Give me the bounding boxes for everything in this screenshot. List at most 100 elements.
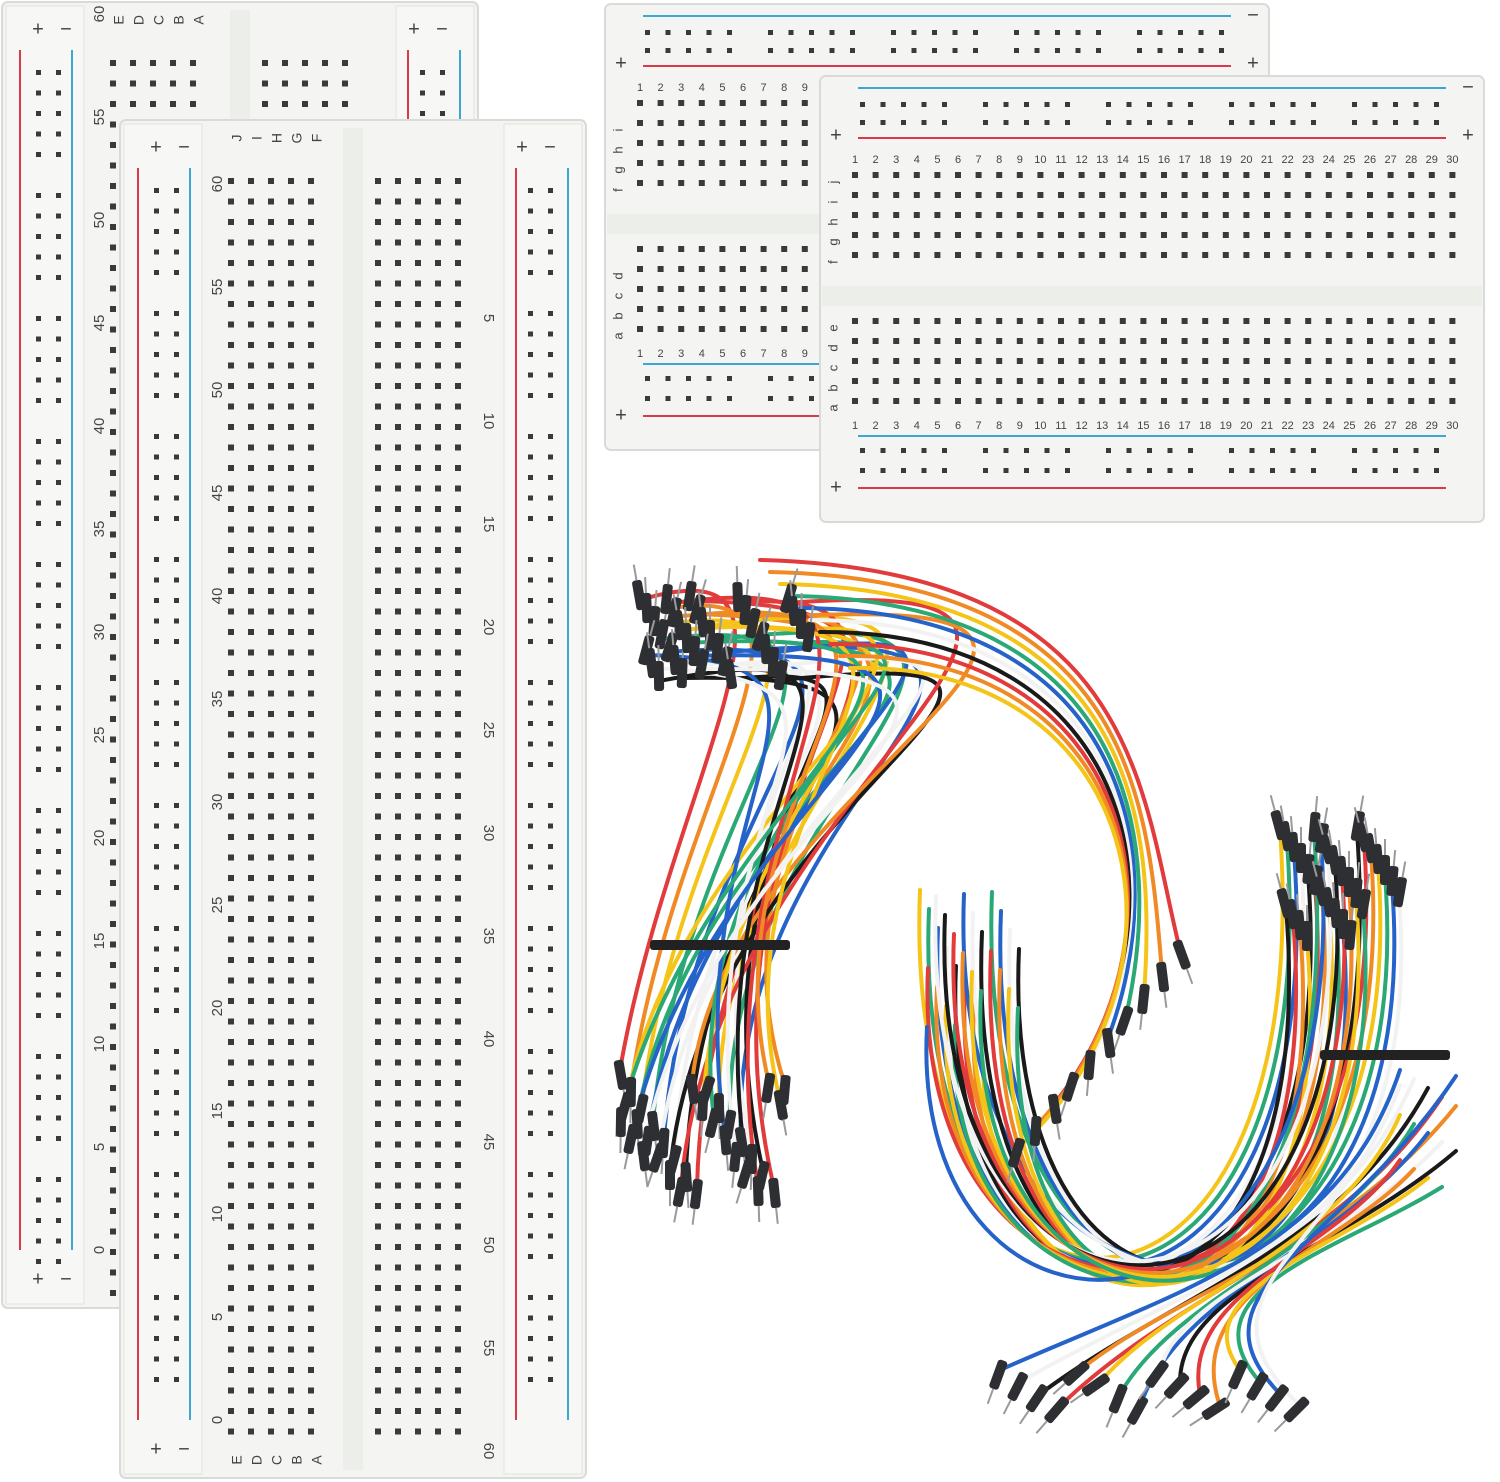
rail-holes bbox=[645, 30, 1224, 35]
row-letter: G bbox=[289, 133, 305, 144]
pin-connector bbox=[1172, 939, 1194, 985]
pin-connector bbox=[623, 1123, 639, 1170]
pin-connector bbox=[1392, 861, 1407, 908]
column-number: 35 bbox=[91, 521, 108, 538]
row-letter: E bbox=[111, 15, 127, 24]
column-number: 0 bbox=[209, 1416, 226, 1424]
column-number: 45 bbox=[91, 315, 108, 332]
column-number: 8 bbox=[781, 348, 787, 360]
plus-symbol: + bbox=[615, 52, 627, 74]
row-letter: C bbox=[269, 1455, 285, 1465]
column-number: 17 bbox=[1178, 420, 1190, 432]
rail-holes bbox=[154, 188, 159, 1382]
pin-connector bbox=[1029, 1115, 1042, 1162]
rail-holes bbox=[36, 70, 41, 1264]
pin-connector bbox=[1356, 873, 1371, 920]
row-letter: d bbox=[610, 272, 625, 279]
jumper-wire bbox=[630, 653, 882, 1136]
large-breadboard-front-graphic: +−+−+−0510152025303540455055605101520253… bbox=[119, 119, 587, 1479]
column-number: 9 bbox=[802, 348, 808, 360]
rail-holes bbox=[860, 448, 1439, 453]
row-letter: j bbox=[825, 180, 840, 184]
terminal-holes-left bbox=[228, 178, 314, 1435]
jumper-wire bbox=[969, 896, 1361, 1279]
pin-connector bbox=[1035, 1396, 1070, 1434]
column-number: 12 bbox=[1075, 154, 1087, 166]
column-number: 29 bbox=[1426, 154, 1438, 166]
column-number: 50 bbox=[480, 1237, 497, 1254]
minus-symbol: − bbox=[178, 1438, 190, 1460]
pin-connector bbox=[1121, 1395, 1149, 1438]
column-number: 14 bbox=[1117, 420, 1129, 432]
row-letter: e bbox=[825, 324, 840, 331]
column-number: 10 bbox=[1034, 420, 1046, 432]
pin-connector bbox=[1156, 961, 1170, 1008]
pin-connector bbox=[1002, 1371, 1028, 1415]
plus-symbol: + bbox=[830, 476, 842, 498]
column-number: 30 bbox=[1446, 154, 1458, 166]
jumper-wire bbox=[618, 588, 738, 1072]
pin-connector bbox=[689, 1178, 703, 1225]
column-number: 0 bbox=[91, 1246, 108, 1254]
row-letter: i bbox=[825, 200, 840, 203]
column-number: 5 bbox=[934, 420, 940, 432]
column-number: 12 bbox=[1075, 420, 1087, 432]
column-number: 45 bbox=[480, 1134, 497, 1151]
column-number: 4 bbox=[699, 82, 705, 94]
column-number: 25 bbox=[91, 727, 108, 744]
column-number: 14 bbox=[1117, 154, 1129, 166]
column-number: 35 bbox=[209, 691, 226, 708]
pin-connector bbox=[637, 1140, 651, 1187]
column-number: 1 bbox=[852, 420, 858, 432]
pin-connector bbox=[739, 579, 752, 626]
jumper-wire bbox=[1018, 1077, 1416, 1384]
column-number: 9 bbox=[1017, 154, 1023, 166]
jumper-wire bbox=[1098, 1113, 1402, 1384]
jumper-wire bbox=[629, 603, 754, 1089]
column-number: 40 bbox=[91, 418, 108, 435]
column-number: 25 bbox=[1343, 154, 1355, 166]
pin-connector bbox=[729, 1141, 742, 1188]
jumper-wire bbox=[641, 666, 900, 1153]
pin-connector bbox=[802, 606, 816, 653]
column-number: 7 bbox=[976, 420, 982, 432]
column-number: 2 bbox=[658, 348, 664, 360]
pin-connector bbox=[986, 1359, 1008, 1405]
column-number: 30 bbox=[209, 794, 226, 811]
jumper-wire bbox=[978, 907, 1368, 1283]
column-number: 29 bbox=[1426, 420, 1438, 432]
rail-holes bbox=[528, 188, 533, 1382]
pin-connector bbox=[641, 576, 653, 624]
row-letter: H bbox=[269, 133, 285, 143]
pin-connector bbox=[1083, 1049, 1096, 1096]
column-number: 55 bbox=[209, 279, 226, 296]
column-number: 6 bbox=[955, 420, 961, 432]
center-channel bbox=[822, 286, 1482, 306]
row-letter: a bbox=[825, 404, 840, 412]
column-number: 28 bbox=[1405, 154, 1417, 166]
column-number: 2 bbox=[658, 82, 664, 94]
plus-symbol: + bbox=[150, 136, 162, 158]
row-letter: i bbox=[610, 128, 625, 131]
terminal-holes-right bbox=[375, 178, 461, 1435]
row-letter: d bbox=[825, 344, 840, 351]
pin-connector bbox=[1113, 1005, 1134, 1051]
column-number: 4 bbox=[914, 420, 920, 432]
column-number: 5 bbox=[719, 348, 725, 360]
minus-symbol: − bbox=[1462, 76, 1474, 98]
column-number: 55 bbox=[91, 109, 108, 126]
column-number: 15 bbox=[1137, 420, 1149, 432]
column-number: 15 bbox=[480, 516, 497, 533]
pin-connector bbox=[795, 592, 807, 640]
jumper-wires bbox=[580, 530, 1500, 1482]
pin-connector bbox=[697, 1090, 709, 1138]
column-number: 30 bbox=[1446, 420, 1458, 432]
column-number: 40 bbox=[480, 1031, 497, 1048]
jumper-wire bbox=[758, 558, 1182, 952]
column-number: 16 bbox=[1158, 154, 1170, 166]
minus-symbol: − bbox=[60, 1268, 72, 1290]
pin-connector bbox=[1047, 1093, 1062, 1140]
pin-connector bbox=[1019, 1384, 1049, 1425]
minus-symbol: − bbox=[436, 18, 448, 40]
